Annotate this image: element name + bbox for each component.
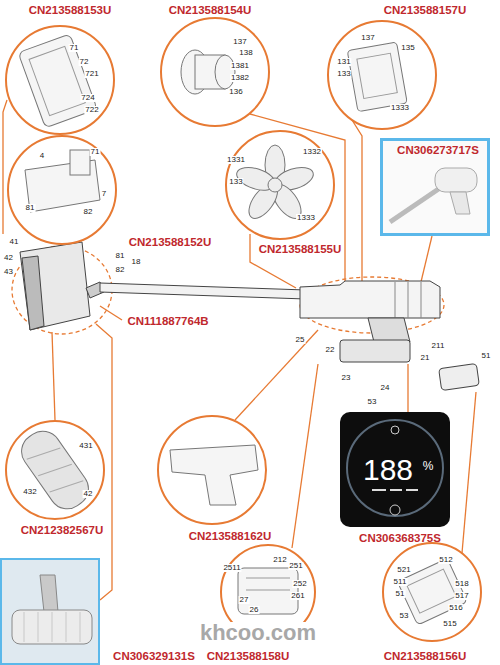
- callout-number: 133: [228, 178, 243, 186]
- callout-number: 72: [79, 58, 90, 66]
- callout-number: 138: [238, 49, 253, 57]
- callout-number: 1333: [390, 104, 410, 112]
- callout-number: 136: [228, 88, 243, 96]
- patent-number: CN213588157U: [384, 4, 466, 17]
- callout-number: 42: [83, 490, 94, 498]
- detail-circle: CN213588154U: [160, 17, 270, 127]
- callout-number: 724: [80, 94, 95, 102]
- callout-number: 518: [454, 580, 469, 588]
- product-photo: [380, 138, 490, 236]
- patent-number: CN213588156U: [384, 650, 466, 663]
- callout-number: 4: [39, 152, 45, 160]
- detail-circle: CN212382567U: [5, 420, 105, 520]
- callout-number: 71: [90, 148, 101, 156]
- callout-number: 18: [131, 258, 142, 266]
- callout-number: 22: [325, 346, 336, 354]
- patent-number: CN306273717S: [397, 144, 479, 157]
- callout-number: 2511: [222, 564, 241, 572]
- detail-circle: CN213588162U: [157, 415, 267, 525]
- callout-number: 42: [3, 254, 14, 262]
- callout-number: 133: [336, 70, 351, 78]
- callout-number: 511: [393, 578, 408, 586]
- callout-number: 7: [101, 190, 107, 198]
- patent-number: CN213588162U: [189, 530, 271, 543]
- callout-number: 517: [454, 592, 469, 600]
- view-frame: CN306273717S: [380, 138, 490, 236]
- patent-number: CN213588153U: [29, 4, 111, 17]
- callout-number: 51: [481, 352, 492, 360]
- patent-number: CN212382567U: [21, 524, 103, 537]
- detail-circle: CN213588153U: [5, 25, 115, 135]
- callout-number: 721: [84, 70, 99, 78]
- callout-number: 432: [22, 488, 37, 496]
- callout-number: 24: [380, 384, 391, 392]
- brush-photo: [0, 558, 100, 665]
- patent-number: CN306329131S: [113, 650, 195, 663]
- callout-number: 71: [69, 44, 80, 52]
- callout-number: 131: [336, 58, 351, 66]
- callout-number: 1332: [302, 148, 322, 156]
- circle-outline: [160, 17, 270, 127]
- callout-number: 515: [442, 620, 457, 628]
- callout-number: 252: [292, 580, 307, 588]
- callout-number: 521: [396, 566, 411, 574]
- circle-outline: [5, 25, 115, 135]
- patent-number: CN213588158U: [207, 650, 289, 663]
- callout-number: 27: [239, 596, 250, 604]
- callout-number: 212: [272, 556, 287, 564]
- detail-drawings: [15, 34, 468, 625]
- callout-number: 41: [9, 238, 20, 246]
- display-reading: 188: [362, 455, 414, 485]
- callout-number: 516: [448, 604, 463, 612]
- display-reading: %: [422, 460, 435, 472]
- callout-number: 26: [249, 606, 260, 614]
- callout-number: 53: [399, 612, 410, 620]
- callout-number: 82: [115, 266, 126, 274]
- callout-number: 81: [25, 204, 36, 212]
- vacuum-cleaner: [20, 242, 479, 391]
- circle-outline: [157, 415, 267, 525]
- callout-number: 251: [288, 562, 303, 570]
- callout-number: 82: [83, 208, 94, 216]
- callout-number: 21: [420, 354, 431, 362]
- callout-number: 135: [400, 44, 415, 52]
- callout-number: 1333: [296, 214, 316, 222]
- callout-number: 25: [295, 336, 306, 344]
- view-frame: CN306329131S: [0, 558, 100, 665]
- callout-number: 51: [395, 590, 406, 598]
- callout-number: 23: [341, 374, 352, 382]
- callout-number: 1381: [230, 62, 250, 70]
- display-panel: [340, 412, 450, 527]
- callout-number: 81: [115, 252, 126, 260]
- callout-number: 1382: [230, 74, 250, 82]
- callout-number: 512: [438, 556, 453, 564]
- patent-number: CN213588154U: [169, 4, 251, 17]
- callout-number: 1331: [226, 156, 246, 164]
- callout-number: 722: [84, 106, 99, 114]
- callout-number: 137: [232, 38, 247, 46]
- callout-number: 261: [290, 592, 305, 600]
- watermark: khcoo.com: [199, 622, 317, 644]
- callout-number: 431: [78, 442, 93, 450]
- circle-outline: [5, 420, 105, 520]
- callout-number: 137: [360, 34, 375, 42]
- patent-number: CN213588152U: [129, 236, 211, 249]
- callout-number: 211: [431, 342, 446, 350]
- patent-number: CN213588155U: [259, 243, 341, 256]
- patent-number: CN111887764B: [126, 316, 209, 328]
- callout-number: 43: [3, 268, 14, 276]
- callout-number: 53: [367, 398, 378, 406]
